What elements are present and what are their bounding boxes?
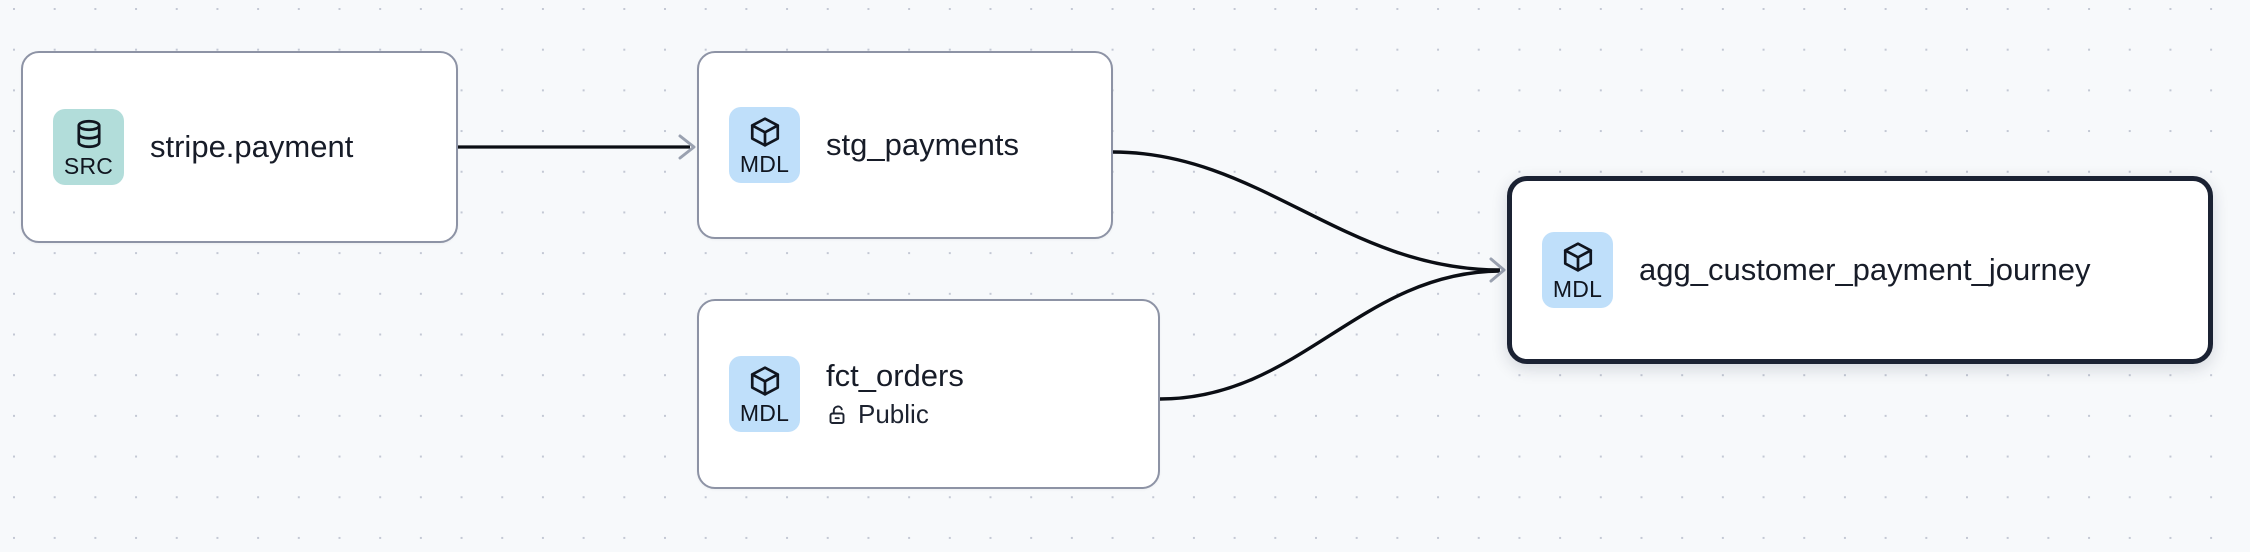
node-title: fct_orders xyxy=(826,357,964,393)
node-badge-label: MDL xyxy=(739,399,790,426)
node-badge-mdl: MDL xyxy=(729,107,800,183)
cube-icon xyxy=(1563,241,1592,272)
node-visibility: Public xyxy=(826,399,964,430)
node-fct-orders[interactable]: MDL fct_orders Public xyxy=(697,299,1160,489)
node-stripe-payment[interactable]: SRC stripe.payment xyxy=(21,51,458,243)
node-title: stg_payments xyxy=(826,127,1019,163)
node-body: agg_customer_payment_journey xyxy=(1639,252,2091,288)
edge-stripe-to-stg xyxy=(458,134,696,160)
node-badge-mdl: MDL xyxy=(729,356,800,432)
node-body: fct_orders Public xyxy=(826,358,964,431)
edge-fct-to-agg xyxy=(1159,269,1501,401)
node-title: agg_customer_payment_journey xyxy=(1639,252,2091,288)
node-badge-mdl: MDL xyxy=(1542,232,1613,308)
node-stg-payments[interactable]: MDL stg_payments xyxy=(697,51,1113,239)
node-badge-label: MDL xyxy=(1552,275,1603,302)
edge-stg-to-agg xyxy=(1112,150,1501,272)
node-agg-customer-payment-journey[interactable]: MDL agg_customer_payment_journey xyxy=(1507,176,2213,364)
cube-icon xyxy=(750,365,779,396)
node-visibility-label: Public xyxy=(858,399,929,430)
unlock-icon xyxy=(829,405,845,424)
arrowhead-into-agg xyxy=(1489,257,1506,283)
node-body: stripe.payment xyxy=(150,129,353,165)
cube-icon xyxy=(750,116,779,147)
node-badge-src: SRC xyxy=(53,109,124,185)
node-badge-label: SRC xyxy=(63,152,114,179)
node-badge-label: MDL xyxy=(739,150,790,177)
node-body: stg_payments xyxy=(826,127,1019,163)
node-title: stripe.payment xyxy=(150,129,354,165)
database-icon xyxy=(76,119,101,148)
